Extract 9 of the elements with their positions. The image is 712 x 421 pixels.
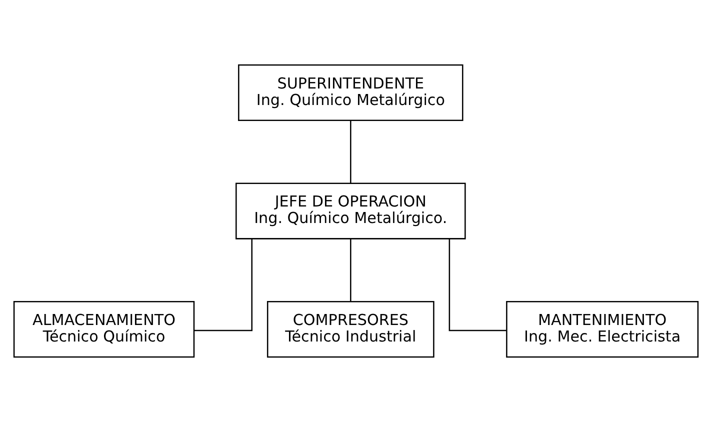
node-box: ALMACENAMIENTO Técnico Químico [13,300,195,358]
connector [448,238,506,331]
connector [350,238,352,301]
connector [194,238,252,331]
node-box: JEFE DE OPERACION Ing. Químico Metalúrgico. [236,182,466,239]
node-box: MANTENIMIENTO Ing. Mec. Electricista [506,300,699,358]
node-box: SUPERINTENDENTE Ing. Químico Metalúrgico [238,64,464,121]
connector [350,120,352,183]
node-box: COMPRESORES Técnico Industrial [266,300,434,358]
